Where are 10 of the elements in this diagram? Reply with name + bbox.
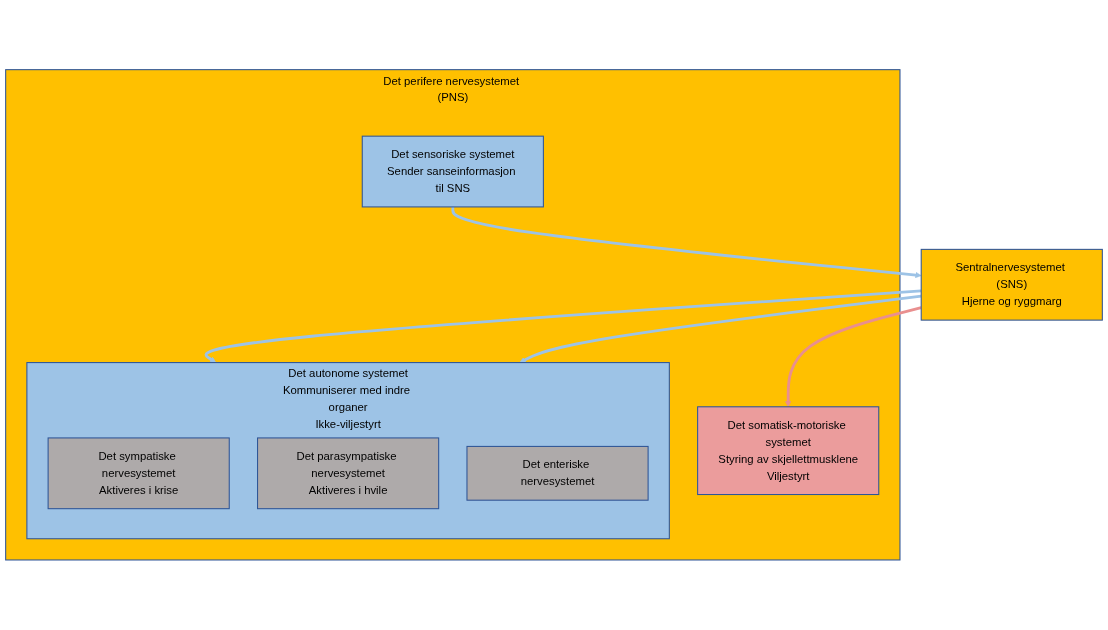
arrow <box>785 306 922 408</box>
arrow <box>451 207 922 279</box>
node-box: Det somatisk-motoriske systemet Styring av skjellettmusklene Viljestyrt <box>697 406 880 496</box>
node-box: Sentralnervesystemet (SNS) Hjerne og ryggmarg <box>920 249 1103 321</box>
arrow <box>205 289 922 364</box>
node-box: Det enteriske nervesystemet <box>466 446 649 501</box>
arrow <box>519 294 922 364</box>
node-box: Det parasympatiske nervesystemet Aktiveres i hvile <box>257 437 440 510</box>
node-box: Det sympatiske nervesystemet Aktiveres i krise <box>47 437 230 510</box>
node-box: Det sensoriske systemet Sender sanseinformasjon til SNS <box>361 135 544 208</box>
